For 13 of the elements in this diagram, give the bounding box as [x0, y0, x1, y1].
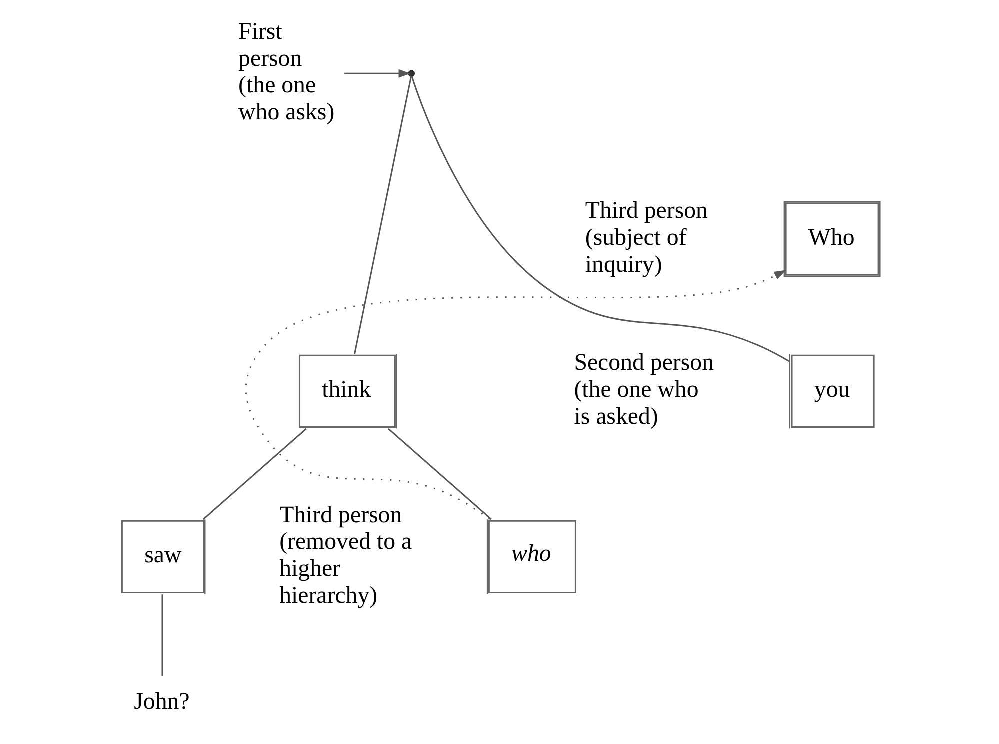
node-label: Third person (removed to a higher hierarchy)	[279, 502, 412, 609]
connector	[202, 428, 306, 520]
arrow	[344, 69, 410, 78]
arrow	[245, 270, 786, 520]
connector	[161, 594, 163, 676]
connector	[410, 76, 790, 362]
node-label: Second person (the one who is asked)	[574, 350, 714, 430]
connector	[354, 76, 412, 354]
connector	[388, 428, 492, 520]
node-point	[408, 70, 415, 78]
node-text: First person (the one who asks)	[238, 19, 334, 126]
node-text: John?	[134, 688, 190, 715]
node-label: Third person (subject of inquiry)	[584, 198, 708, 278]
